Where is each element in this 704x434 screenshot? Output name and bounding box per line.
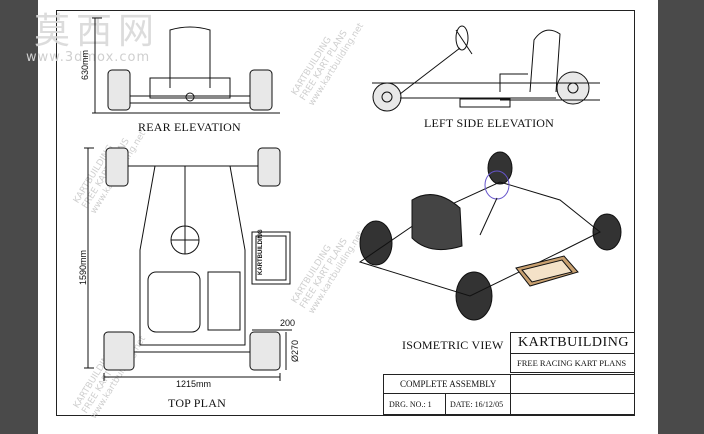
- height-dimension: 630mm: [80, 49, 90, 80]
- length-dimension: 1590mm: [78, 249, 88, 285]
- drawing-border: [56, 10, 635, 416]
- title-block-subtitle-cell: FREE RACING KART PLANS: [510, 353, 635, 373]
- title-block-blank-cell: [510, 374, 635, 394]
- left-side-elevation-title: LEFT SIDE ELEVATION: [424, 116, 555, 130]
- rear-elevation-title: REAR ELEVATION: [138, 120, 241, 134]
- rear-elevation-drawing: [92, 17, 280, 114]
- title-block-assembly-cell: COMPLETE ASSEMBLY: [383, 374, 511, 394]
- title-block-drg: DRG. NO.: 1: [389, 400, 432, 409]
- width-dimension: 1215mm: [176, 379, 212, 389]
- isometric-view-title: ISOMETRIC VIEW: [402, 338, 504, 352]
- plate-label: KARTBUILDING: [258, 229, 264, 275]
- title-block-assembly: COMPLETE ASSEMBLY: [400, 379, 497, 389]
- site-watermark-url: www.3dmox.com: [26, 50, 151, 65]
- isometric-view-drawing: [358, 151, 622, 321]
- top-plan-drawing: [84, 147, 292, 381]
- title-block-brand: KARTBUILDING: [518, 335, 629, 350]
- title-block-subtitle: FREE RACING KART PLANS: [517, 358, 627, 368]
- title-block-brand-cell: KARTBUILDING: [510, 332, 635, 354]
- left-side-elevation-drawing: [372, 25, 600, 112]
- title-block-date-cell: DATE: 16/12/05: [445, 393, 511, 415]
- title-block-drg-cell: DRG. NO.: 1: [383, 393, 446, 415]
- wheel-diameter-dimension: Ø270: [290, 339, 300, 362]
- wheel-width-dimension: 200: [280, 318, 296, 328]
- title-block-blank-cell-2: [510, 393, 635, 415]
- title-block-date: DATE: 16/12/05: [450, 400, 504, 409]
- top-plan-title: TOP PLAN: [168, 396, 226, 410]
